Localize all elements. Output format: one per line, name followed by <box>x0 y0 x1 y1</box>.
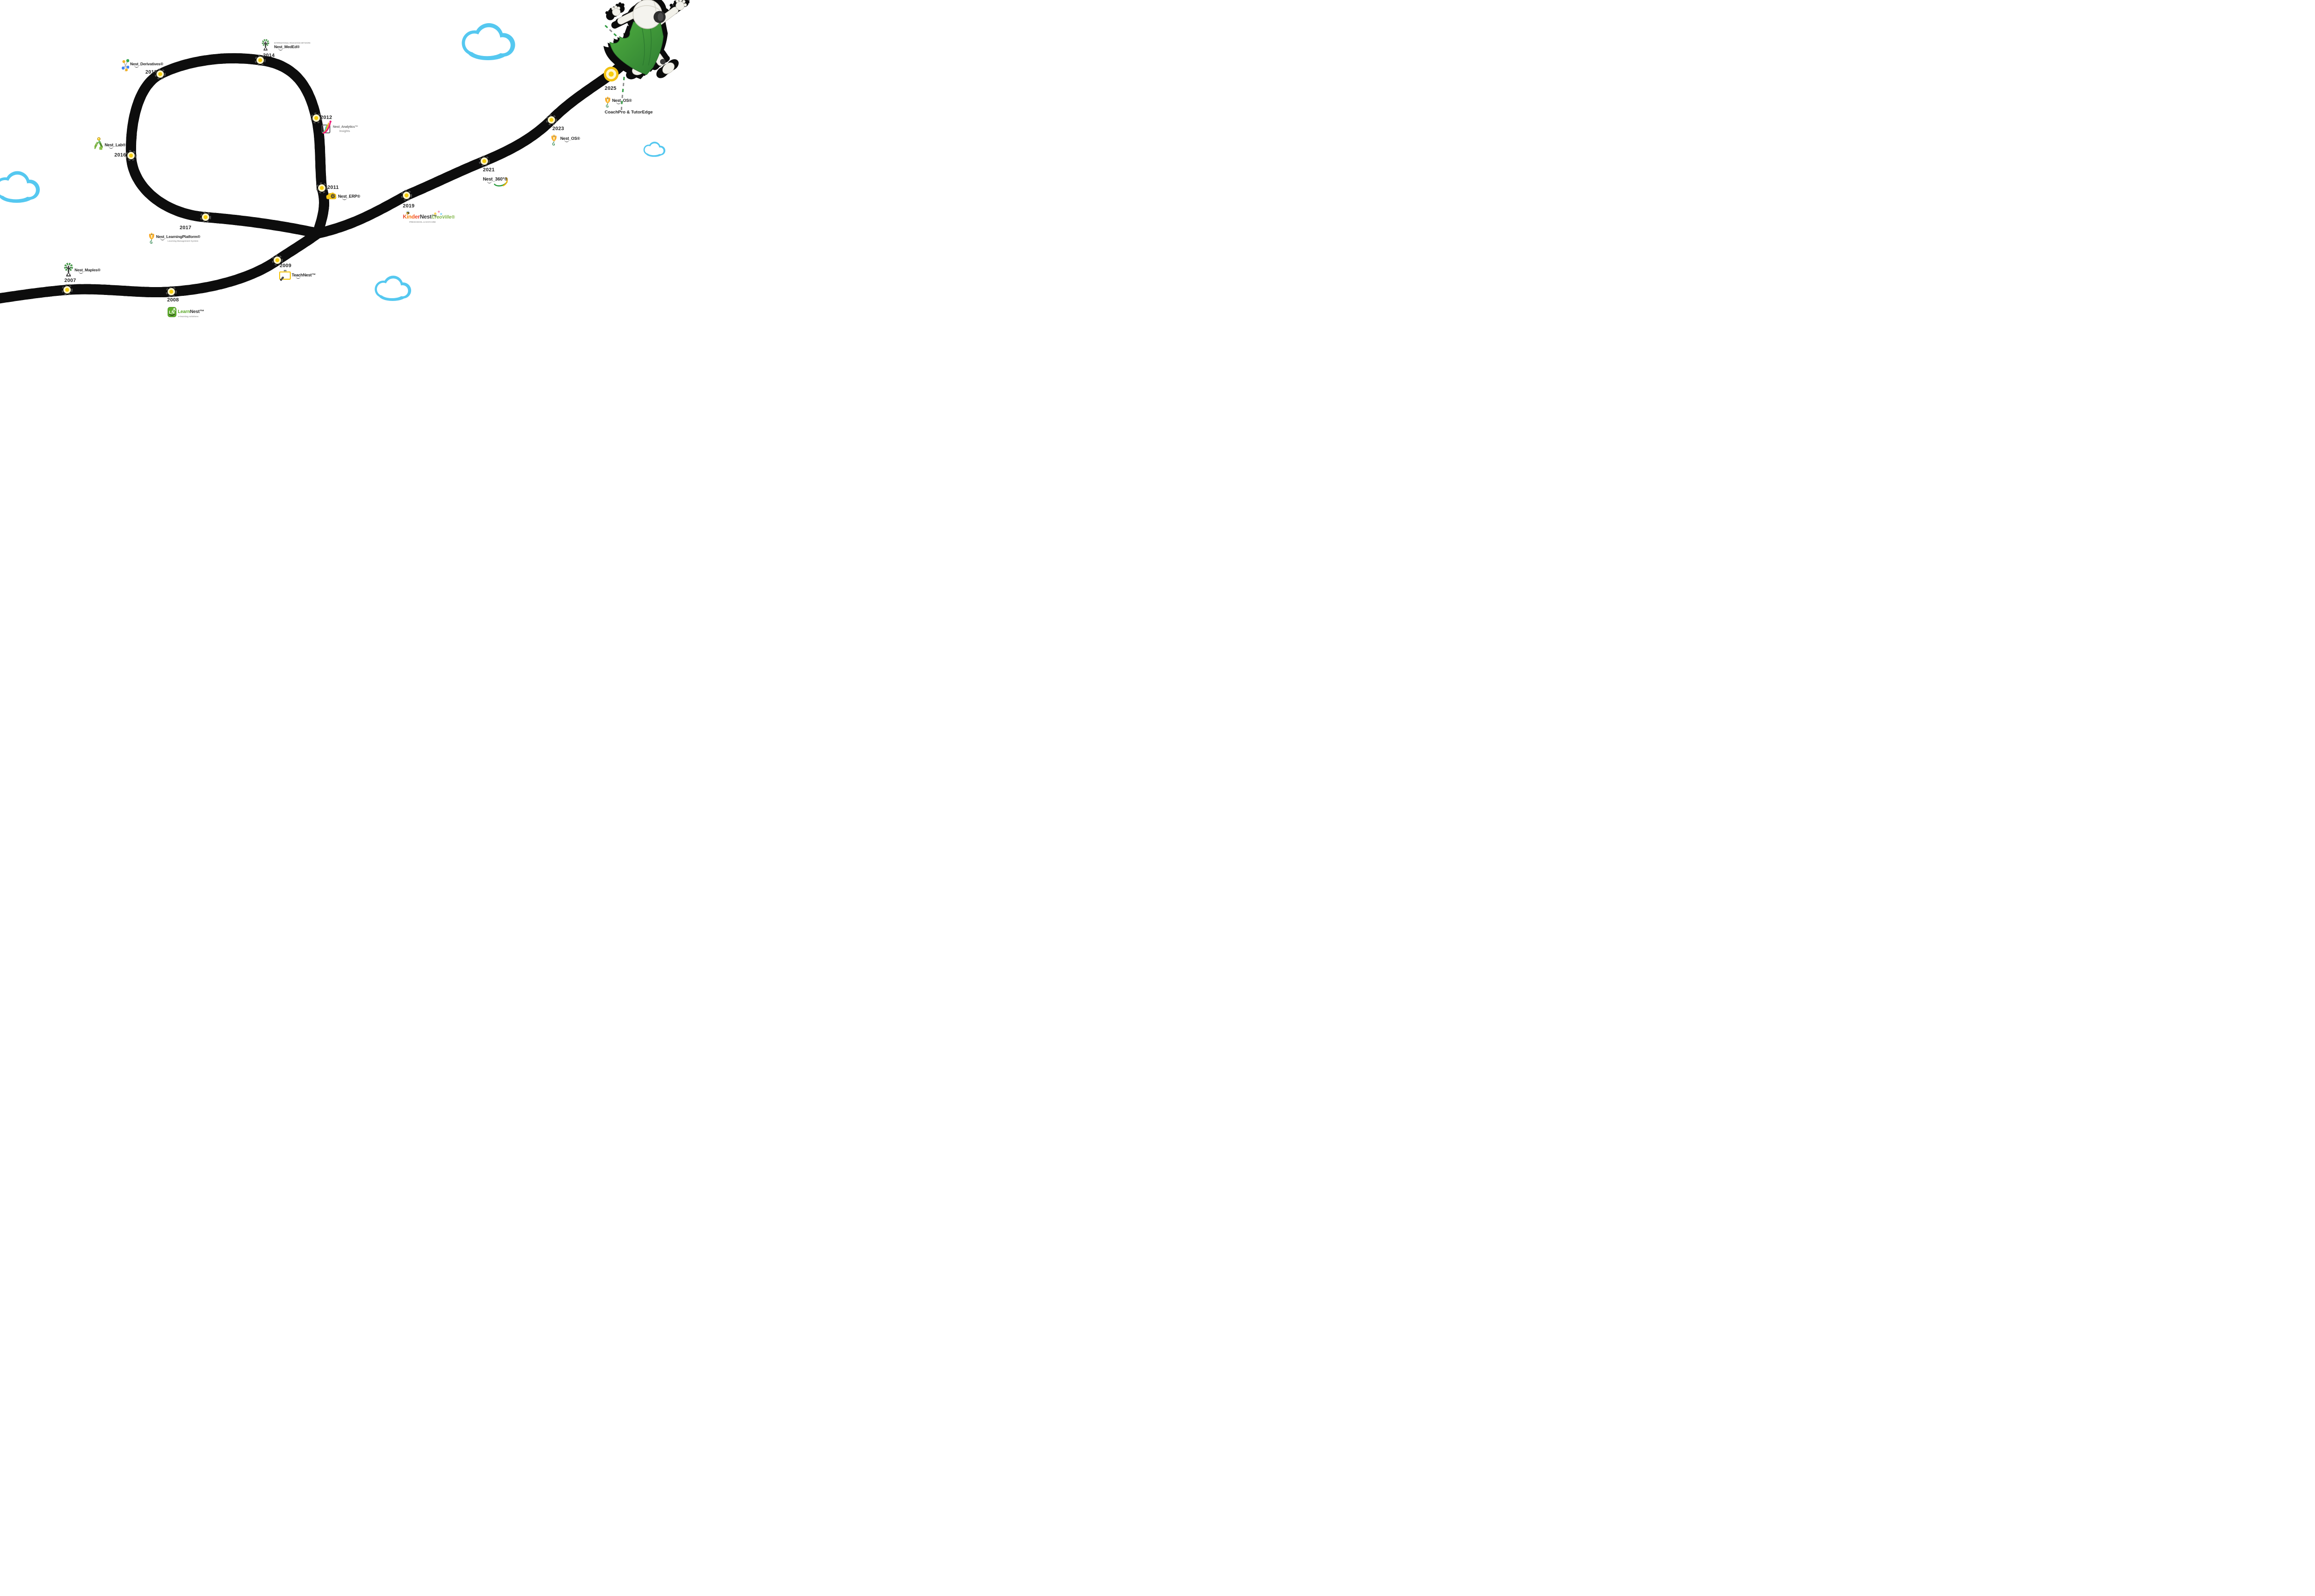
year-marker <box>311 113 322 124</box>
year-marker <box>155 69 166 80</box>
milestone-year-2019: 2019 <box>403 203 415 209</box>
tree-icon <box>262 39 269 50</box>
milestone-name-2017: Nest_LearningPlatform® <box>156 234 200 240</box>
year-marker <box>200 212 211 223</box>
milestone-name-2014: Nest_MedEd® <box>274 44 300 50</box>
milestone-name-2016: Nest_Lab® <box>105 143 126 149</box>
journey-infographic: LN <box>0 0 689 319</box>
milestone-year-2009: 2009 <box>280 263 292 269</box>
milestone-year-2023: 2023 <box>552 126 564 131</box>
cloud-icon <box>374 275 411 301</box>
milestone-year-2012: 2012 <box>320 115 332 120</box>
tree-icon <box>64 263 73 276</box>
milestone-subtitle-2008: e-learning solutions <box>178 315 199 318</box>
cloud-gear-icon <box>326 192 337 200</box>
robot-mascot <box>609 0 687 75</box>
milestone-subtitle-2012: Insights <box>339 130 350 133</box>
tulip-icon <box>551 133 557 146</box>
milestone-year-2016: 2016 <box>114 152 126 158</box>
milestone-name-2023: Nest_OS® <box>560 136 580 142</box>
year-marker <box>316 182 327 194</box>
tulip-icon <box>149 232 155 244</box>
growth-curves-icon <box>321 120 332 134</box>
milestone-name-2007: Nest_Maples® <box>75 268 100 274</box>
cloud-icon <box>461 22 515 60</box>
year-marker <box>479 156 490 167</box>
whiteboard-icon <box>279 270 291 281</box>
milestone-year-2011: 2011 <box>327 185 339 190</box>
milestone-year-2008: 2008 <box>167 297 179 303</box>
milestone-name-2019: KinderNest™ <box>403 213 437 220</box>
tulip-icon <box>605 95 611 108</box>
molecule-icon <box>122 58 129 71</box>
milestone-year-2025: 2025 <box>605 86 617 91</box>
year-marker <box>125 150 137 161</box>
ln-badge-icon <box>168 307 176 317</box>
cloud-icon <box>643 141 665 157</box>
milestone-topline-2014: INTERNATIONAL EDUCATION NETWORK <box>274 42 311 44</box>
year-marker <box>401 190 412 201</box>
milestone-year-2021: 2021 <box>483 167 495 173</box>
cloud-icon <box>0 169 40 204</box>
milestone-subtitle-2017: Learning Management System <box>168 240 199 242</box>
year-marker <box>546 114 557 125</box>
milestone-name-2008: LearnNest™ <box>178 309 204 314</box>
bee-icon <box>406 211 410 214</box>
year-marker <box>166 286 177 297</box>
tools-a-icon <box>94 137 103 150</box>
milestone-name-2025: Nest_OS® <box>612 98 632 104</box>
year-markers <box>62 55 619 297</box>
milestone-extra-2025: CoachPro & TutorEdge <box>605 110 653 115</box>
robot-cape <box>609 21 664 75</box>
year-marker <box>62 284 73 295</box>
year-marker <box>272 255 283 266</box>
year-marker <box>255 55 266 66</box>
milestone-year-2014: 2014 <box>263 53 275 58</box>
milestone-name-2021: Nest_360°® <box>483 177 508 183</box>
milestone-name-2009: TeachNest™ <box>292 273 316 279</box>
orbit-swoosh-icon <box>494 177 508 187</box>
robot-head <box>632 0 666 29</box>
milestone-year-2007: 2007 <box>64 278 76 283</box>
year-marker-2025 <box>604 67 619 81</box>
road-path <box>0 25 648 319</box>
milestone-name-2012: Nest_Analytics™ <box>333 125 358 129</box>
milestone-year-2015: 2015 <box>145 69 157 75</box>
milestone-name-2011: Nest_ERP® <box>338 194 360 200</box>
milestone-subtitle-2019: PRESCHOOL & DAYCARE <box>409 221 436 223</box>
milestone-extra-2019: CreoVille® <box>432 215 455 220</box>
milestone-year-2017: 2017 <box>180 225 192 231</box>
milestone-name-2015: Nest_Derivatives® <box>130 62 163 68</box>
